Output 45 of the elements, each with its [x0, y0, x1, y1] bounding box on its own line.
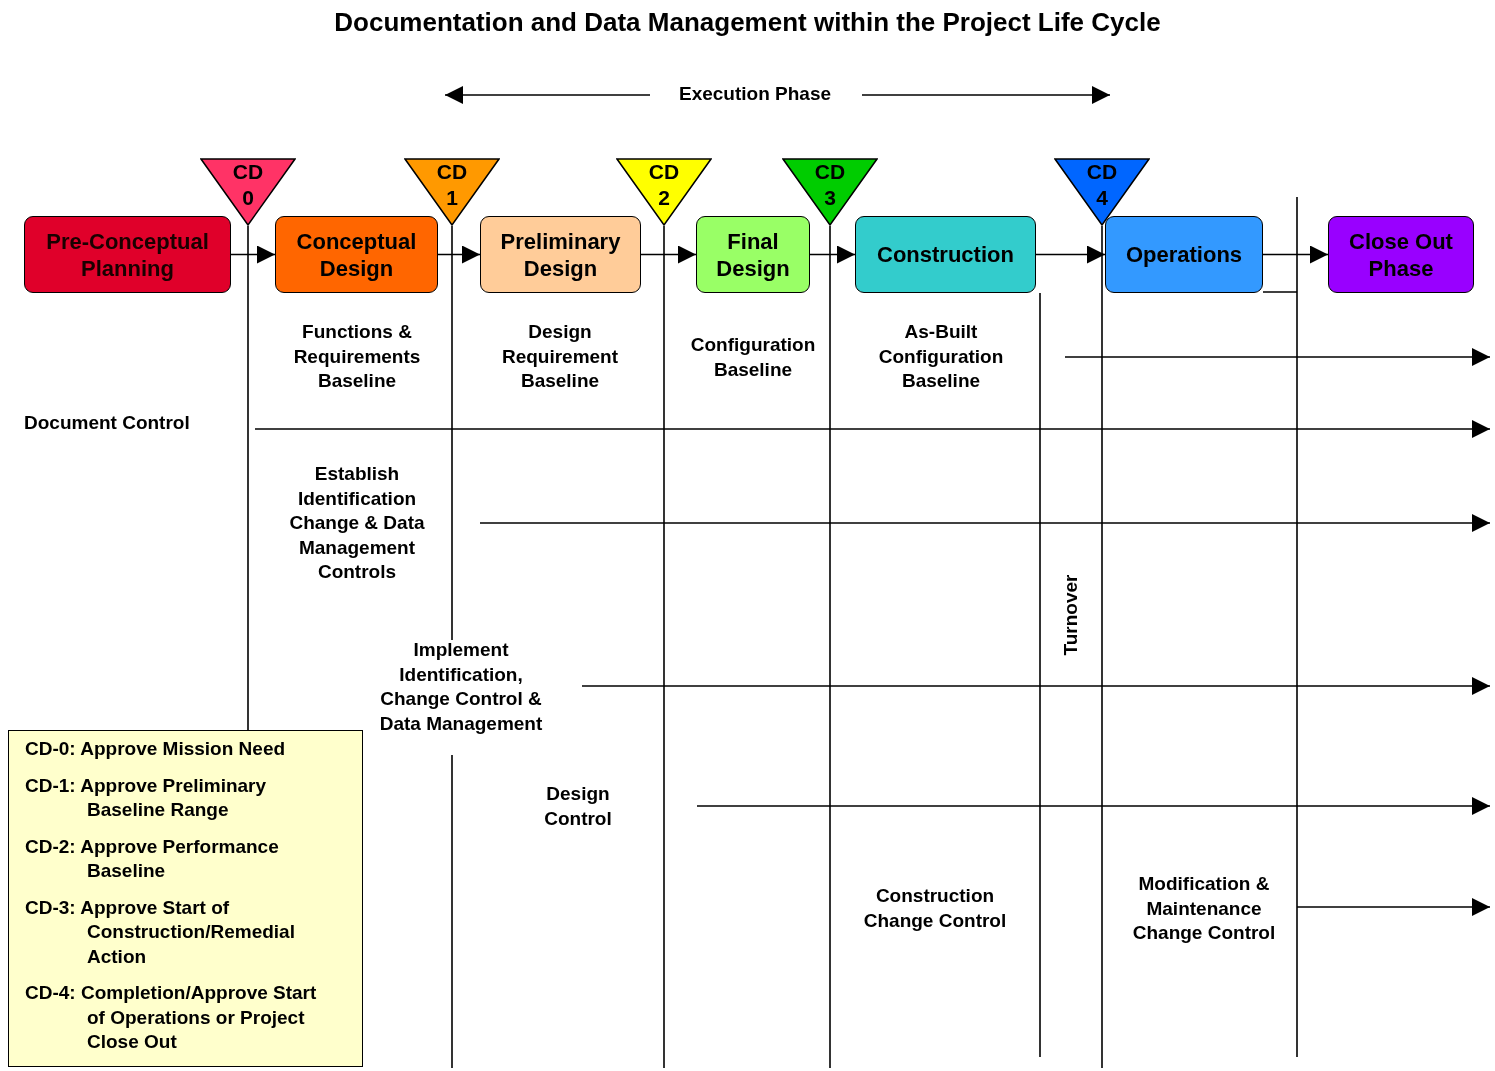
legend-box — [8, 730, 363, 1067]
arrow — [809, 245, 856, 264]
arrow — [1262, 245, 1329, 264]
phase-box: Construction — [855, 216, 1036, 293]
baseline-label: Design Requirement Baseline — [500, 320, 620, 393]
activity-label: Document Control — [24, 411, 209, 436]
arrow — [581, 677, 1491, 695]
activity-label: Implement Identification, Change Control & Data Management — [368, 638, 554, 736]
activity-label: Construction Change Control — [862, 884, 1008, 933]
baseline-label: As-Built Configuration Baseline — [866, 320, 1016, 395]
arrow — [696, 797, 1491, 815]
phase-box: Operations — [1105, 216, 1263, 293]
arrow — [230, 245, 276, 264]
arrow — [861, 86, 1111, 104]
phase-heading: Execution Phase — [660, 82, 850, 108]
milestone-label: CD 3 — [813, 159, 847, 211]
phase-box: Pre-Conceptual Planning — [24, 216, 231, 293]
legend-entry: CD-2: Approve Performance Baseline — [25, 834, 280, 883]
activity-label: Modification & Maintenance Change Control — [1120, 872, 1288, 946]
legend-entry: CD-1: Approve Preliminary Baseline Range — [25, 773, 268, 822]
phase-box: Preliminary Design — [480, 216, 641, 293]
phase-box: Close Out Phase — [1328, 216, 1474, 293]
arrow — [640, 245, 697, 264]
arrow — [437, 245, 481, 264]
diagram-title: Documentation and Data Management within the Project Life Cycle — [333, 6, 1162, 38]
arrow — [1064, 348, 1491, 366]
phase-box: Final Design — [696, 216, 810, 293]
arrow — [479, 514, 1491, 532]
legend-entry: CD-0: Approve Mission Need — [25, 737, 287, 761]
arrow — [254, 420, 1491, 438]
legend-entry: CD-3: Approve Start of Construction/Remedial Action — [25, 895, 296, 969]
milestone-label: CD 2 — [647, 159, 681, 211]
activity-label: Establish Identification Change & Data Management Controls — [282, 462, 432, 587]
turnover-label: Turnover — [1059, 573, 1082, 658]
milestone-label: CD 1 — [435, 159, 469, 211]
arrow — [444, 86, 651, 104]
legend-entry: CD-4: Completion/Approve Start of Operations or Project Close Out — [25, 981, 318, 1054]
arrow — [1296, 898, 1491, 916]
activity-label: Design Control — [530, 782, 626, 832]
arrow — [1035, 245, 1106, 264]
baseline-label: Configuration Baseline — [689, 333, 817, 382]
baseline-label: Functions & Requirements Baseline — [292, 320, 422, 393]
milestone-label: CD 4 — [1085, 159, 1119, 211]
milestone-label: CD 0 — [231, 159, 265, 211]
phase-box: Conceptual Design — [275, 216, 438, 293]
